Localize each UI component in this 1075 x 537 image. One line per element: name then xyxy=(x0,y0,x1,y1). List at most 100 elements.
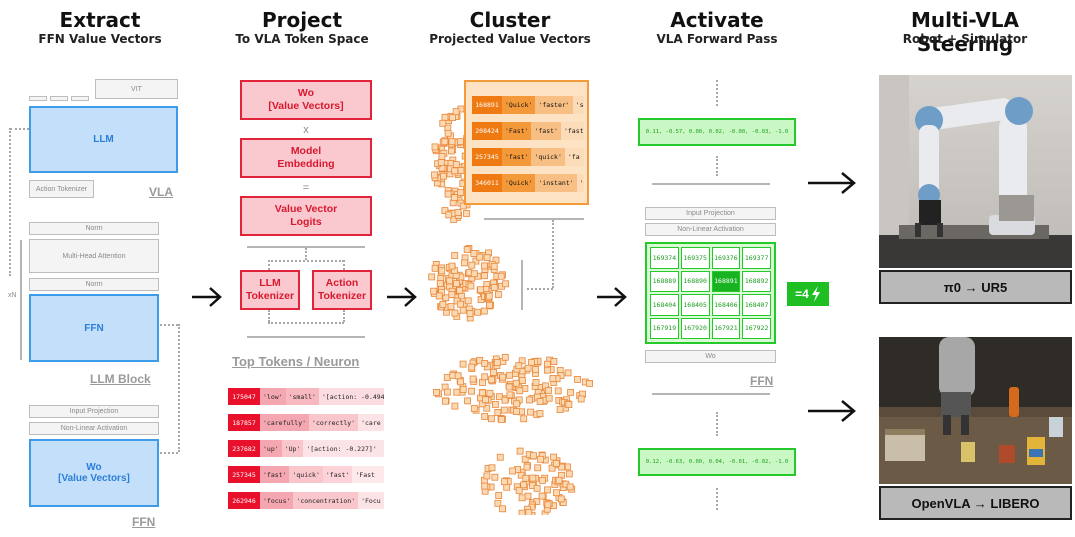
connector xyxy=(178,324,180,452)
vit-token xyxy=(29,96,47,101)
scatter-point xyxy=(456,286,464,294)
scatter-point xyxy=(545,386,552,394)
right-arrow-icon xyxy=(808,400,856,422)
ffn-label: FFN xyxy=(750,374,774,388)
cluster-token-row: 257345 'fast' 'quick' 'fa xyxy=(472,148,584,166)
scatter-point xyxy=(488,464,496,472)
scatter-point xyxy=(481,262,488,270)
scatter-point xyxy=(501,478,508,486)
wo-value-vectors-box: Wo [Value Vectors] xyxy=(29,439,159,507)
scatter-point xyxy=(468,387,475,395)
scatter-point xyxy=(516,447,524,455)
connector xyxy=(716,488,718,510)
scatter-point xyxy=(448,138,456,146)
scatter-point xyxy=(565,470,573,478)
multiply-symbol: x xyxy=(303,124,309,136)
scatter-point xyxy=(534,464,542,472)
scatter-point xyxy=(494,408,502,416)
scatter-point xyxy=(437,159,445,166)
scatter-point xyxy=(468,363,476,371)
llm-tokenizer-box: LLM Tokenizer xyxy=(240,270,300,310)
scatter-point xyxy=(433,388,441,396)
nonlinear-activation-box: Non-Linear Activation xyxy=(29,422,159,435)
neuron-id: 187857 xyxy=(228,414,260,431)
token-cell: 'correctly' xyxy=(309,414,359,431)
extract-title: Extract xyxy=(59,8,141,32)
wo-box: Wo xyxy=(645,350,776,363)
scatter-point xyxy=(439,300,447,308)
scatter-point xyxy=(441,113,449,121)
scatter-point xyxy=(443,388,451,396)
scatter-point xyxy=(527,408,534,416)
scatter-point xyxy=(461,259,468,267)
scatter-point xyxy=(505,383,513,391)
scatter-point xyxy=(447,303,455,311)
scatter-point xyxy=(481,373,489,381)
scatter-point xyxy=(444,129,452,137)
vla-label: VLA xyxy=(149,185,173,199)
scatter-point xyxy=(477,286,484,294)
neuron-cell: 167919 xyxy=(650,317,679,339)
scatter-point xyxy=(459,360,467,368)
neuron-cell: 169377 xyxy=(742,247,771,269)
norm-bottom-box: Norm xyxy=(29,278,159,291)
libero-sim-photo xyxy=(879,337,1072,484)
token-cell: 'up' xyxy=(260,440,282,457)
scatter-point xyxy=(479,389,486,397)
scatter-point xyxy=(488,415,495,423)
scatter-point xyxy=(558,463,566,471)
scatter-point xyxy=(532,379,540,386)
neuron-id: 257345 xyxy=(472,148,502,166)
scatter-point xyxy=(441,138,449,146)
connector xyxy=(716,80,718,106)
scatter-point xyxy=(488,376,495,384)
cluster-token-row: 168891 'Quick' 'faster' 'se xyxy=(472,96,584,114)
scatter-point xyxy=(439,119,447,127)
scatter-point xyxy=(448,262,456,270)
scatter-point xyxy=(509,467,516,475)
neuron-cell: 167921 xyxy=(711,317,741,339)
badge-label: =4 xyxy=(795,287,809,301)
neuron-id: 208424 xyxy=(472,122,502,140)
token-cell: 'instant' xyxy=(535,174,577,192)
token-cell: '[action: -0.227]' xyxy=(303,440,384,457)
scatter-point xyxy=(492,400,499,408)
scatter-point xyxy=(463,246,471,253)
connector xyxy=(268,260,270,270)
scatter-point xyxy=(552,459,560,467)
token-cell: 'faster' xyxy=(535,96,573,114)
caption-libero: OpenVLA → LIBERO xyxy=(879,486,1072,520)
connector xyxy=(716,412,718,436)
scatter-point xyxy=(485,292,493,300)
token-cell: 'q xyxy=(576,174,584,192)
scatter-point xyxy=(524,364,532,372)
token-row: 237682 'up' 'Up' '[action: -0.227]' xyxy=(228,440,384,457)
token-cell: 'quick' xyxy=(531,148,565,166)
token-cell: 'Quick' xyxy=(502,96,536,114)
scatter-point xyxy=(537,455,544,463)
scatter-point xyxy=(438,267,446,275)
scatter-point xyxy=(459,202,467,210)
scatter-point xyxy=(483,404,491,412)
scatter-point xyxy=(491,473,499,481)
connector xyxy=(716,156,718,176)
scatter-point xyxy=(513,400,521,408)
scatter-point xyxy=(453,388,461,396)
divider xyxy=(484,218,584,220)
ur5-robot-photo xyxy=(879,75,1072,268)
scatter-point xyxy=(481,359,489,367)
extract-subtitle: FFN Value Vectors xyxy=(38,32,162,46)
scatter-point xyxy=(553,489,560,497)
right-arrow-icon xyxy=(387,287,417,307)
scatter-point xyxy=(476,253,484,261)
scatter-point xyxy=(533,484,541,492)
action-tokenizer-box: Action Tokenizer xyxy=(312,270,372,310)
scatter-point xyxy=(431,171,438,179)
scatter-point xyxy=(499,373,507,381)
scatter-point xyxy=(518,509,526,515)
token-row: 175047 'low' 'small' '[action: -0.494 xyxy=(228,388,384,405)
scatter-point xyxy=(499,505,506,513)
scatter-point xyxy=(506,391,514,399)
token-cell: 'carefully' xyxy=(260,414,310,431)
token-cell: 'Fast' xyxy=(502,122,532,140)
